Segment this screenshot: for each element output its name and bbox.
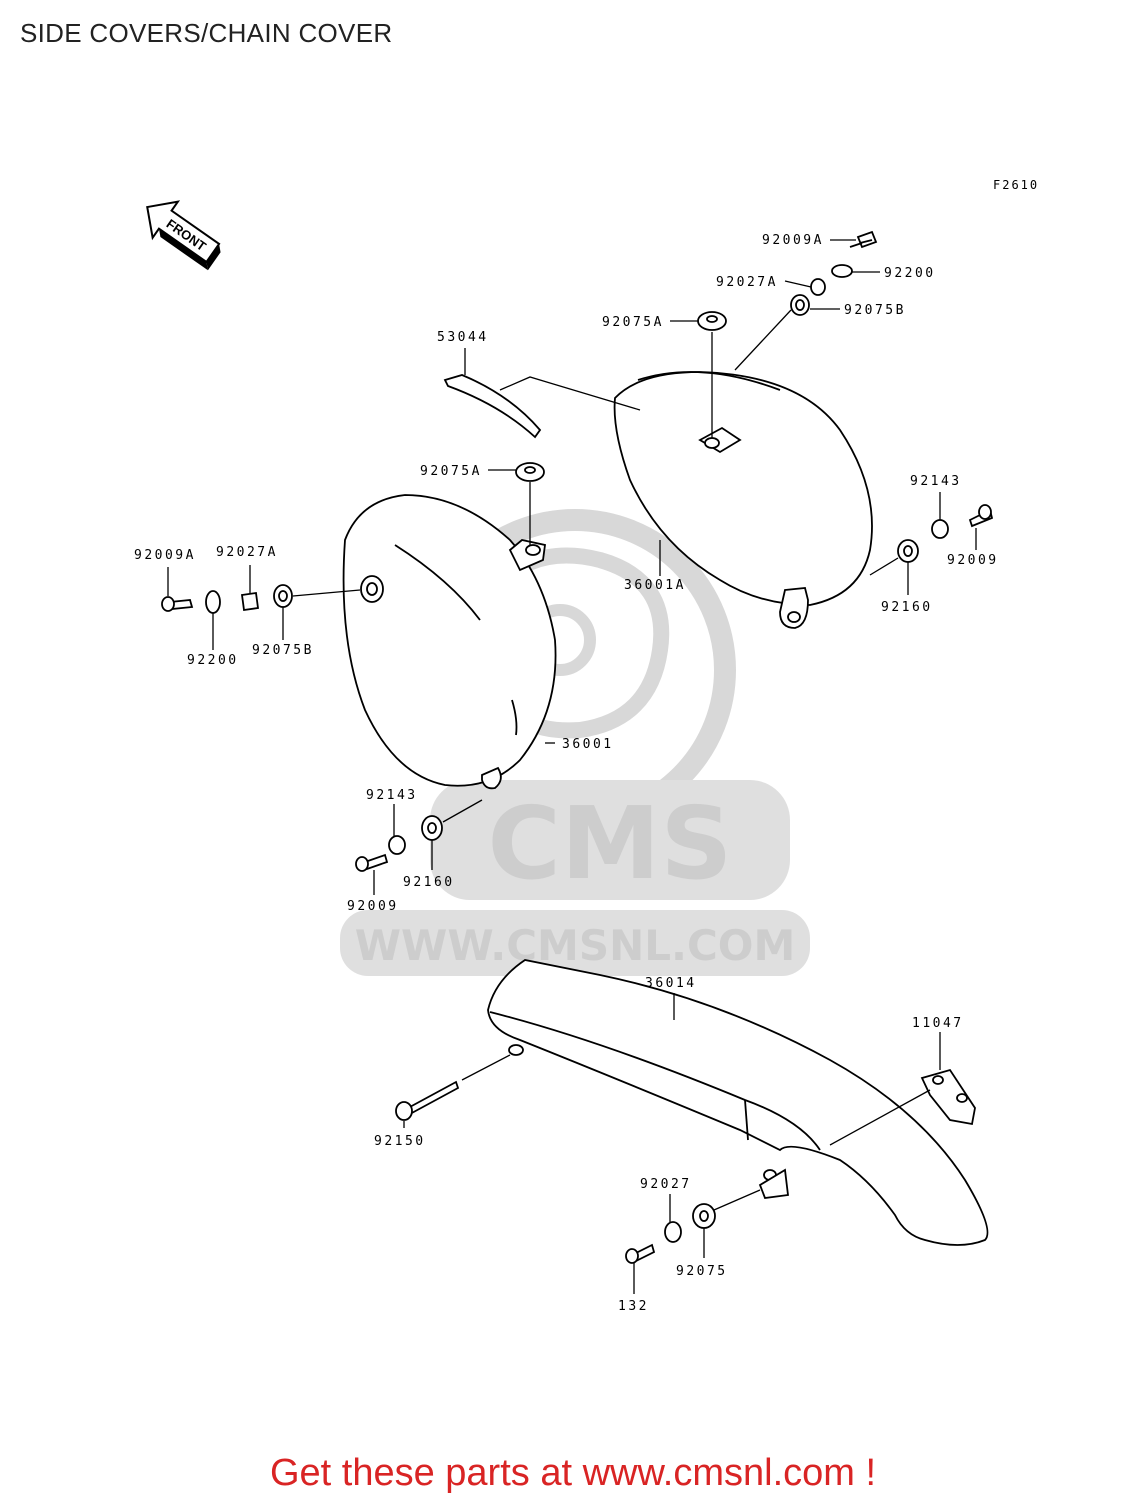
label-92075B-right: 92075B [844, 303, 906, 318]
label-92160-right: 92160 [881, 600, 933, 615]
label-92009-left: 92009 [347, 899, 399, 914]
cms-watermark: CMS WWW.CMSNL.COM [340, 509, 810, 976]
label-92009A-left: 92009A [134, 548, 196, 563]
label-53044: 53044 [437, 330, 489, 345]
label-92143-right: 92143 [910, 474, 962, 489]
label-92200-left: 92200 [187, 653, 239, 668]
label-92143-left: 92143 [366, 788, 418, 803]
label-92027: 92027 [640, 1177, 692, 1192]
figure-code: F2610 [993, 178, 1040, 192]
label-92027A-left: 92027A [216, 545, 278, 560]
side-cover-right [613, 371, 873, 629]
label-11047: 11047 [912, 1016, 964, 1031]
label-132: 132 [618, 1299, 649, 1314]
chain-cover [487, 959, 989, 1246]
watermark-brand: CMS [488, 785, 733, 902]
label-92075B-left: 92075B [252, 643, 314, 658]
front-arrow-icon: FRONT [146, 200, 221, 271]
label-92150: 92150 [374, 1134, 426, 1149]
label-92009A-right: 92009A [762, 233, 824, 248]
label-92027A-right: 92027A [716, 275, 778, 290]
label-36001A: 36001A [624, 578, 686, 593]
label-92075A-right: 92075A [602, 315, 664, 330]
label-92075: 92075 [676, 1264, 728, 1279]
strip-53044 [443, 374, 542, 439]
parts-diagram: CMS WWW.CMSNL.COM FRONT [134, 200, 999, 1314]
page-title: SIDE COVERS/CHAIN COVER [20, 18, 393, 48]
label-92200-right: 92200 [884, 266, 936, 281]
footer-link[interactable]: Get these parts at www.cmsnl.com ! [269, 1452, 877, 1494]
label-92075A-left: 92075A [420, 464, 482, 479]
part-labels: 92009A 92200 92027A 92075B 92075A 53044 … [134, 233, 999, 1314]
label-36001: 36001 [562, 737, 614, 752]
label-92160-left: 92160 [403, 875, 455, 890]
leader-lines [167, 239, 977, 1294]
watermark-url: WWW.CMSNL.COM [355, 921, 796, 970]
small-parts [161, 230, 994, 1264]
label-92009-right: 92009 [947, 553, 999, 568]
side-cover-left [342, 494, 557, 790]
label-36014: 36014 [645, 976, 697, 991]
